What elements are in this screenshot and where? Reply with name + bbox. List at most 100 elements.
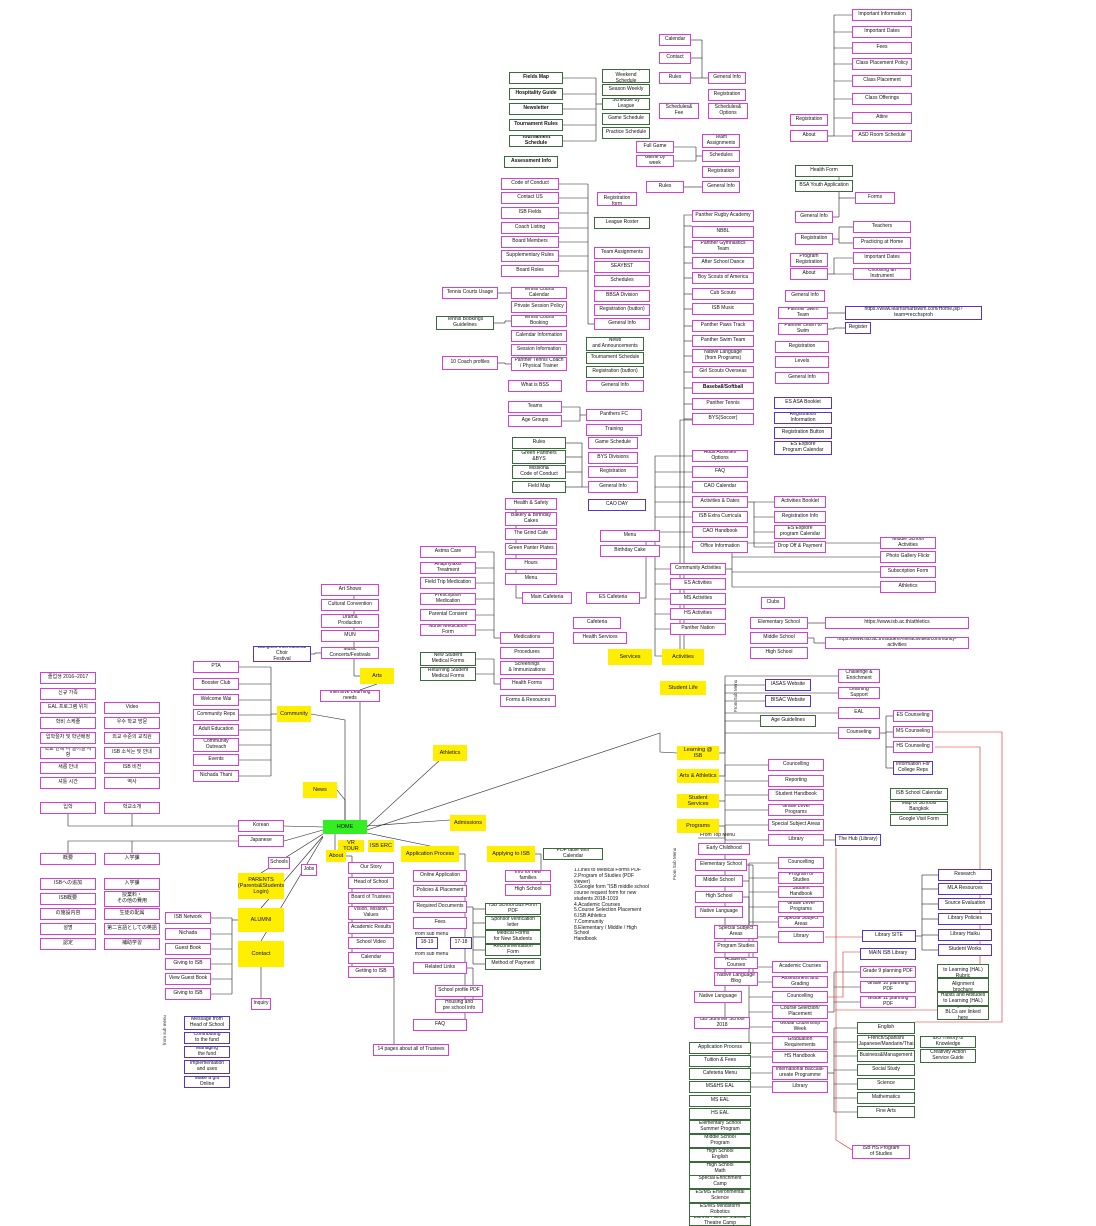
general-info-r4-node[interactable]: General Info — [775, 372, 829, 384]
calendar-a-node[interactable]: Calendar — [348, 952, 394, 964]
anaphylaxis-node[interactable]: Anaphylaxis Treatment — [420, 562, 476, 574]
main-isb-library-node[interactable]: MAIN ISB Library — [860, 948, 916, 960]
cao-calendar-node[interactable]: CAO Calendar — [692, 481, 748, 493]
music-concerts-node[interactable]: Music Concerts/Festivals — [321, 647, 379, 659]
learning-isb-node[interactable]: Learning @ ISB — [677, 746, 719, 760]
bys-divisions-node[interactable]: BYS Divisions — [588, 452, 638, 464]
session-information-node[interactable]: Session Information — [511, 344, 567, 356]
parental-consent-node[interactable]: Parental Consent — [420, 609, 476, 621]
asd-room-schedule-node[interactable]: ASD Room Schedule — [852, 130, 912, 142]
green-panthers-node[interactable]: Green Panthers &BYS — [512, 450, 566, 464]
es-asa-booklet-node[interactable]: ES ASA Booklet — [774, 397, 832, 409]
fields-map-node[interactable]: Fields Map — [509, 72, 563, 84]
sponsor-letter-node[interactable]: Sponsor verification letter — [485, 916, 541, 930]
panthers-fc-node[interactable]: Panthers FC — [586, 409, 642, 421]
google-visit-form-node[interactable]: Google Visit Form — [890, 814, 948, 826]
vr-tour-node[interactable]: VR TOUR — [338, 840, 364, 852]
game-schedule-t-node[interactable]: Game Schedule — [602, 113, 650, 125]
special-subject-areas2-node[interactable]: Special Subject Areas — [714, 925, 758, 939]
isb-hs-program-node[interactable]: ISB HS Program of Studies — [852, 1145, 910, 1159]
info-new-families-node[interactable]: Info for new families — [505, 870, 551, 882]
events-node[interactable]: Events — [193, 754, 239, 766]
championship-weekend-node[interactable]: Championship Weekend Schedule — [602, 69, 650, 83]
nurse-medication-node[interactable]: Nurse Medication Form — [420, 624, 476, 636]
health-services-node[interactable]: Health Services — [573, 632, 627, 644]
global-citizenship-node[interactable]: Global Citizenship Week — [772, 1021, 828, 1033]
prescription-node[interactable]: Prescription Medication — [420, 593, 476, 605]
krr6-node[interactable]: 역사 — [104, 777, 160, 789]
services-node[interactable]: Services — [608, 649, 652, 665]
french-spanish-node[interactable]: French/Spanish/ Japanese/Mandarin/Thai — [857, 1035, 915, 1049]
tennis-courts-usage-node[interactable]: Tennis Courts Usage — [442, 287, 498, 299]
registration-t2-node[interactable]: Registration — [702, 166, 740, 178]
native-language-p-node[interactable]: Native Language — [695, 906, 743, 918]
required-documents-node[interactable]: Required Documents — [413, 901, 467, 913]
adult-activities-node[interactable]: Adult Activities Options — [692, 450, 748, 462]
levels-node[interactable]: Levels — [775, 356, 829, 368]
drop-off-node[interactable]: Drop Off & Payment — [774, 541, 826, 553]
student-life-node[interactable]: Student Life — [660, 681, 706, 695]
getting-isb-node[interactable]: Getting to ISB — [348, 966, 394, 978]
library-ss-node[interactable]: Library — [768, 834, 824, 846]
game-by-week-node[interactable]: Game by week — [636, 155, 674, 167]
office-information-node[interactable]: Office Information — [692, 541, 748, 553]
coach-listing-node[interactable]: Coach Listing — [501, 222, 559, 234]
housing-node[interactable]: Housing and pre school info — [435, 999, 483, 1013]
schedules-options-node[interactable]: Schedules& Options — [708, 103, 748, 119]
tournament-schedule-node[interactable]: Tournament Schedule — [509, 135, 563, 147]
special-subject-areas-node[interactable]: Special Subject Areas — [768, 819, 824, 831]
jpr4-node[interactable]: 生徒の配属 — [104, 908, 160, 920]
program-registration-node[interactable]: Program Registration — [790, 253, 828, 267]
girl-scouts-node[interactable]: Girl Scouts Overseas — [692, 366, 754, 378]
isb-extra-curricula-node[interactable]: ISB Extra Curricula — [692, 511, 748, 523]
giving-isb2-node[interactable]: Giving to ISB — [165, 988, 211, 1000]
cao-day-node[interactable]: CAO DAY — [588, 499, 646, 511]
academic-results-node[interactable]: Academic Results — [348, 922, 394, 934]
cultural-convention-node[interactable]: Cultural Convention — [321, 599, 379, 611]
school-profile-node[interactable]: School profile PDF — [435, 985, 483, 997]
challenge-enrichment-node[interactable]: Challenge & Enrichment — [838, 669, 880, 683]
contributing-node[interactable]: Contributing to the fund — [184, 1032, 230, 1044]
ms-activities-r-node[interactable]: Middle School Activities — [880, 537, 936, 549]
hours-node[interactable]: Hours — [505, 558, 557, 570]
health-forms-node[interactable]: Health Forms — [500, 678, 554, 690]
registration-r3-node[interactable]: Registration — [775, 341, 829, 353]
pta-node[interactable]: PTA — [193, 661, 239, 673]
baseball-softball-node[interactable]: Baseball/Softball — [692, 382, 754, 394]
grade-level-ms-node[interactable]: Grade Level Programs — [778, 901, 824, 913]
alumni-node[interactable]: ALUMNI — [238, 908, 284, 932]
es-counseling-node[interactable]: ES Counseling — [893, 710, 933, 722]
community-reps-node[interactable]: Community Reps — [193, 709, 239, 721]
grade9-pdf-node[interactable]: Grade 9 planning PDF — [860, 966, 916, 978]
academic-courses-hs-node[interactable]: Academic Courses — [772, 961, 828, 973]
drama-node[interactable]: Drama Production — [321, 614, 379, 628]
ms-counseling-node[interactable]: MS Counseling — [893, 726, 933, 738]
screenings-node[interactable]: Screenings & Immunizations — [500, 661, 554, 675]
home-node[interactable]: HOME — [323, 820, 367, 834]
panther-learn-swim-node[interactable]: Panther Learn to Swim — [778, 323, 828, 335]
ms-activities-node[interactable]: MS Activities — [670, 593, 726, 605]
b-es-ms-env-node[interactable]: ES/MS Environmental Science — [689, 1189, 751, 1203]
kr4-node[interactable]: 학비 스케줄 — [40, 717, 96, 729]
community-activities-node[interactable]: Community Activities — [670, 563, 726, 575]
athletics-node[interactable]: Athletics — [433, 745, 467, 761]
panther-tennis-coach-node[interactable]: Panther Tennis Coach / Physical Trainer — [511, 357, 567, 371]
mission-code-node[interactable]: Mission& Code of Conduct — [512, 465, 566, 479]
kr9-node[interactable]: 입학 — [40, 802, 96, 814]
map-schools-bangkok-node[interactable]: Map of Schools Bangkok — [890, 801, 948, 813]
panther-tennis-node[interactable]: Panther Tennis — [692, 398, 754, 410]
green-panter-plates-node[interactable]: Green Panter Plates — [505, 543, 557, 555]
grind-cafe-node[interactable]: The Grind Cafe — [505, 528, 557, 540]
health-safety-node[interactable]: Health & Safety — [505, 498, 557, 510]
fine-arts-node[interactable]: Fine Arts — [857, 1106, 915, 1118]
general-info-r2-node[interactable]: General Info — [795, 211, 833, 223]
es-cafeteria-node[interactable]: ES Cafeteria — [586, 592, 640, 604]
athletics-r-node[interactable]: Athletics — [880, 581, 936, 593]
b-application-process-node[interactable]: Application Process — [689, 1042, 751, 1054]
new-student-forms-node[interactable]: New Student Medical Forms — [420, 652, 476, 666]
elementary-school-a-node[interactable]: Elementary School — [750, 617, 808, 629]
registration-button-m-node[interactable]: Registration (button) — [594, 304, 650, 316]
applying-isb-node[interactable]: Applying to ISB — [487, 846, 535, 862]
adult-education-node[interactable]: Adult Education — [193, 724, 239, 736]
hospitality-guide-node[interactable]: Hospitality Guide — [509, 88, 563, 100]
